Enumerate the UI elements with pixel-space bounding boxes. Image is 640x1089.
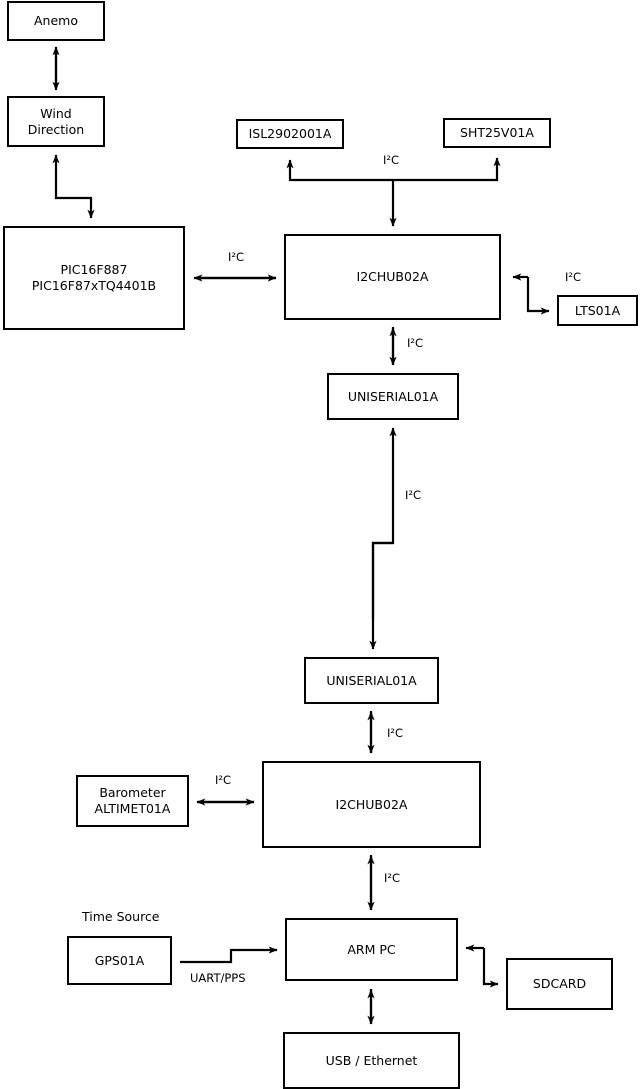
node-i2chub02a-bottom-label: I2CHUB02A xyxy=(335,796,408,812)
edge-label-i2c-hub-uniserial: I²C xyxy=(407,336,424,350)
connector-hub-bus-isl xyxy=(286,159,393,182)
node-uniserial01a-upper[interactable]: UNISERIAL01A xyxy=(327,373,459,420)
edge-label-i2c-barometer-hub: I²C xyxy=(215,773,232,787)
node-arm-pc-label: ARM PC xyxy=(347,941,396,957)
connector-armpc-to-sdcard xyxy=(482,948,499,988)
connector-uniserial-link-down xyxy=(369,541,393,650)
edge-label-i2c-uniserial-link: I²C xyxy=(405,488,422,502)
node-wind-direction[interactable]: Wind Direction xyxy=(7,96,105,147)
node-uniserial01a-upper-label: UNISERIAL01A xyxy=(347,388,439,404)
node-i2chub02a-top-label: I2CHUB02A xyxy=(356,269,429,285)
connector-hub-to-lts xyxy=(526,277,550,315)
label-time-source: Time Source xyxy=(82,909,160,924)
node-lts01a[interactable]: LTS01A xyxy=(557,295,638,326)
edge-label-i2c-hub-lts: I²C xyxy=(565,270,582,284)
node-isl2902001a-label: ISL2902001A xyxy=(248,126,332,142)
node-gps01a-label: GPS01A xyxy=(94,952,145,968)
connector-gps-to-armpc xyxy=(180,946,278,964)
node-anemo-label: Anemo xyxy=(34,13,78,29)
connector-hub-bus-sht xyxy=(393,157,501,182)
node-sht25v01a[interactable]: SHT25V01A xyxy=(443,118,551,148)
node-wind-direction-label: Wind Direction xyxy=(27,105,85,137)
node-uniserial01a-lower-label: UNISERIAL01A xyxy=(326,672,417,688)
node-barometer-altimet01a-label: Barometer ALTIMET01A xyxy=(94,785,171,816)
node-pic16f887[interactable]: PIC16F887 PIC16F87xTQ4401B xyxy=(3,226,185,330)
node-sht25v01a-label: SHT25V01A xyxy=(460,125,534,141)
node-pic16f887-label: PIC16F887 PIC16F87xTQ4401B xyxy=(31,262,157,293)
edge-label-i2c-pic-hub: I²C xyxy=(228,250,245,264)
node-isl2902001a[interactable]: ISL2902001A xyxy=(236,119,344,149)
node-lts01a-label: LTS01A xyxy=(574,302,621,318)
edge-label-i2c-hub-armpc: I²C xyxy=(384,871,401,885)
edge-label-uart-pps: UART/PPS xyxy=(190,971,246,985)
node-i2chub02a-top[interactable]: I2CHUB02A xyxy=(284,234,501,320)
connector-winddirection-to-pic xyxy=(54,186,95,219)
node-usb-ethernet[interactable]: USB / Ethernet xyxy=(283,1032,460,1089)
node-sdcard[interactable]: SDCARD xyxy=(506,958,613,1010)
connector-uniserial-link-up xyxy=(371,427,397,620)
node-barometer-altimet01a[interactable]: Barometer ALTIMET01A xyxy=(76,775,189,827)
node-gps01a[interactable]: GPS01A xyxy=(67,936,172,985)
node-arm-pc[interactable]: ARM PC xyxy=(285,918,458,981)
node-i2chub02a-bottom[interactable]: I2CHUB02A xyxy=(262,761,481,848)
node-anemo[interactable]: Anemo xyxy=(7,1,105,41)
node-uniserial01a-lower[interactable]: UNISERIAL01A xyxy=(304,657,439,704)
node-sdcard-label: SDCARD xyxy=(532,976,587,992)
edge-label-i2c-uniserial-hub: I²C xyxy=(387,726,404,740)
edge-label-i2c-top-bus: I²C xyxy=(383,153,400,167)
node-usb-ethernet-label: USB / Ethernet xyxy=(325,1052,418,1068)
